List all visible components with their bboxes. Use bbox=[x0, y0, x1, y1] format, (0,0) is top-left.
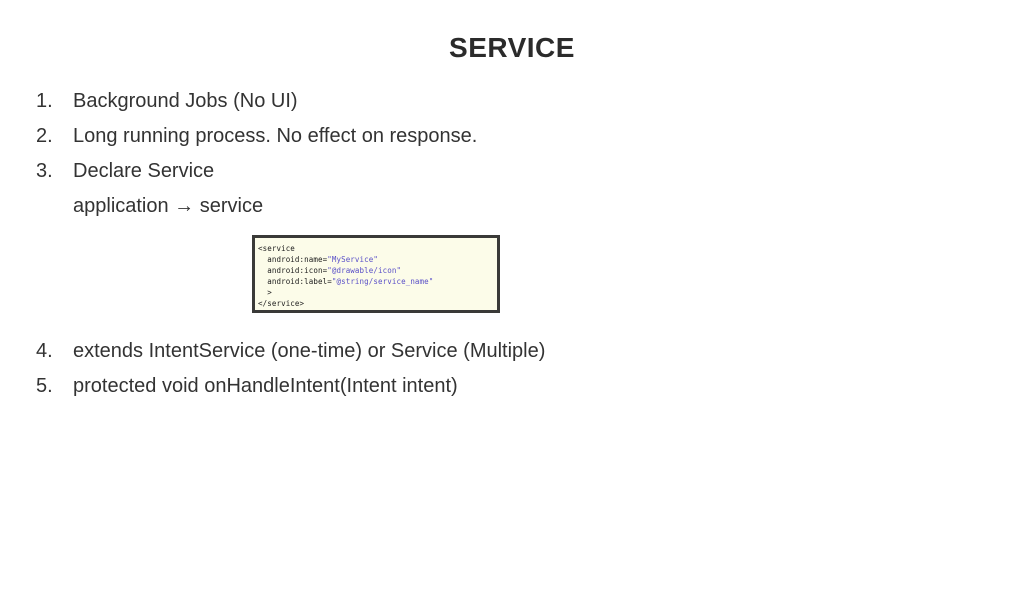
code-text: > bbox=[258, 288, 272, 297]
numbered-list-upper: 1. Background Jobs (No UI) 2. Long runni… bbox=[36, 86, 936, 226]
numbered-list-lower: 4. extends IntentService (one-time) or S… bbox=[36, 336, 936, 406]
list-item: 1. Background Jobs (No UI) bbox=[36, 86, 936, 121]
code-line: > bbox=[258, 287, 497, 298]
code-line: android:label="@string/service_name" bbox=[258, 276, 497, 287]
code-string: "@drawable/icon" bbox=[327, 266, 402, 275]
code-line: <service bbox=[258, 243, 497, 254]
code-text: <service bbox=[258, 244, 295, 253]
list-item-number: 1. bbox=[36, 90, 53, 112]
code-line: android:name="MyService" bbox=[258, 254, 497, 265]
code-text: android:icon= bbox=[258, 266, 328, 275]
code-string: "MyService" bbox=[327, 255, 379, 264]
list-item-label: Background Jobs (No UI) bbox=[73, 90, 298, 112]
list-item-sublabel: application → service bbox=[73, 195, 264, 217]
list-item-label: extends IntentService (one-time) or Serv… bbox=[73, 340, 546, 362]
code-line: android:icon="@drawable/icon" bbox=[258, 265, 497, 276]
code-figure: <service android:name="MyService" androi… bbox=[252, 235, 500, 313]
list-item-label: Long running process. No effect on respo… bbox=[73, 125, 478, 147]
list-item-label: Declare Service bbox=[73, 160, 215, 182]
code-line: </service> bbox=[258, 298, 497, 309]
list-item: 2. Long running process. No effect on re… bbox=[36, 121, 936, 156]
list-item-number: 3. bbox=[36, 160, 53, 182]
code-string: "@string/service_name" bbox=[331, 277, 434, 286]
code-text: </service> bbox=[258, 299, 305, 308]
list-item: 4. extends IntentService (one-time) or S… bbox=[36, 336, 936, 371]
list-item-number: 2. bbox=[36, 125, 53, 147]
list-item-number: 5. bbox=[36, 375, 53, 397]
code-text: android:label= bbox=[258, 277, 332, 286]
code-text: android:name= bbox=[258, 255, 328, 264]
list-item-number: 4. bbox=[36, 340, 53, 362]
page-title: SERVICE bbox=[449, 32, 575, 63]
list-item-label: protected void onHandleIntent(Intent int… bbox=[73, 375, 458, 397]
list-item: 5. protected void onHandleIntent(Intent … bbox=[36, 371, 936, 406]
list-item: 3. Declare Service bbox=[36, 156, 936, 191]
